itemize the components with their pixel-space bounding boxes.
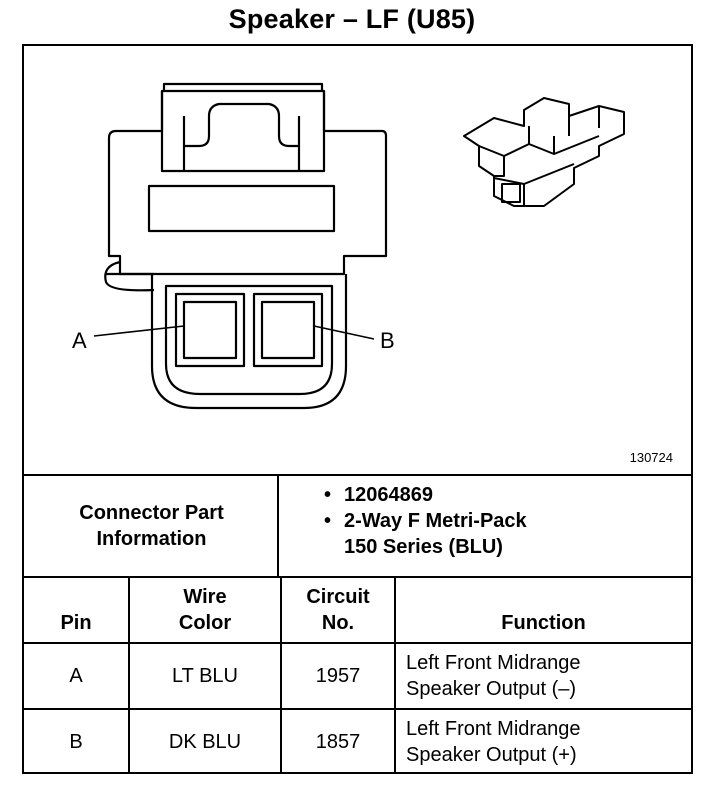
- row-b-function: Left Front Midrange Speaker Output (+): [396, 709, 691, 775]
- locking-tab: [104, 260, 155, 292]
- divider-diagram: [24, 474, 691, 476]
- row-b-wire-color: DK BLU: [168, 730, 242, 753]
- bullet-icon: •: [324, 484, 332, 506]
- divider-header: [24, 642, 691, 644]
- connector-latch: [162, 82, 324, 91]
- pin-label-a: A: [72, 328, 87, 353]
- header-circuit-line2: No.: [321, 612, 355, 634]
- leader-b: [313, 325, 375, 340]
- divider-row: [24, 708, 691, 710]
- connector-iso-view: [463, 97, 625, 207]
- divider-info: [277, 474, 279, 576]
- connector-diagram: A B: [72, 82, 625, 410]
- header-function-label: Function: [501, 612, 586, 634]
- bullet-icon: •: [324, 510, 332, 532]
- connector-outline: [107, 89, 388, 276]
- connector-type: 2-Way F Metri-Pack: [344, 510, 527, 532]
- figure-id: 130724: [629, 450, 673, 465]
- column-divider: [128, 576, 130, 774]
- header-function: Function: [396, 578, 691, 642]
- header-circuit: Circuit No.: [282, 578, 394, 642]
- row-a-function-line1: Left Front Midrange: [406, 652, 581, 674]
- connector-top-block: [160, 91, 326, 173]
- divider-table-top: [24, 576, 691, 578]
- connector-series: 150 Series (BLU): [344, 536, 503, 558]
- connector-info-label-line2: Information: [96, 528, 207, 550]
- connector-info-item: • 2-Way F Metri-Pack: [302, 508, 687, 534]
- connector-frame: A B 130724 Connector Part Information • …: [22, 44, 693, 774]
- row-b-pin: B: [69, 730, 83, 753]
- row-a-function: Left Front Midrange Speaker Output (–): [396, 643, 691, 709]
- row-a-circuit: 1957: [315, 664, 361, 687]
- page-title: Speaker – LF (U85): [228, 4, 476, 34]
- connector-info-item: 150 Series (BLU): [302, 534, 687, 560]
- cavity-b: [252, 292, 324, 368]
- header-pin-label: Pin: [60, 612, 92, 634]
- row-a-function-line2: Speaker Output (–): [406, 678, 577, 700]
- connector-info-label: Connector Part Information: [24, 476, 279, 576]
- part-number: 12064869: [344, 484, 433, 506]
- row-a-pin: A: [69, 664, 83, 687]
- header-circuit-line1: Circuit: [306, 586, 370, 608]
- connector-shroud: [150, 274, 348, 410]
- connector-info-label-line1: Connector Part: [79, 502, 224, 524]
- header-wire-color-line1: Wire: [183, 586, 227, 608]
- cavity-a: [174, 292, 246, 368]
- column-divider: [394, 576, 396, 774]
- header-wire-color: Wire Color: [130, 578, 280, 642]
- row-b-function-line1: Left Front Midrange: [406, 718, 581, 740]
- column-divider: [280, 576, 282, 774]
- row-b-circuit: 1857: [315, 730, 361, 753]
- leader-a: [93, 325, 185, 337]
- connector-info-item: • 12064869: [302, 482, 687, 508]
- connector-info-list: • 12064869 • 2-Way F Metri-Pack 150 Seri…: [302, 482, 687, 560]
- header-wire-color-line2: Color: [178, 612, 232, 634]
- row-a-wire-color: LT BLU: [172, 664, 238, 687]
- row-b-function-line2: Speaker Output (+): [406, 744, 577, 766]
- header-pin: Pin: [24, 578, 128, 642]
- pin-label-b: B: [380, 328, 395, 353]
